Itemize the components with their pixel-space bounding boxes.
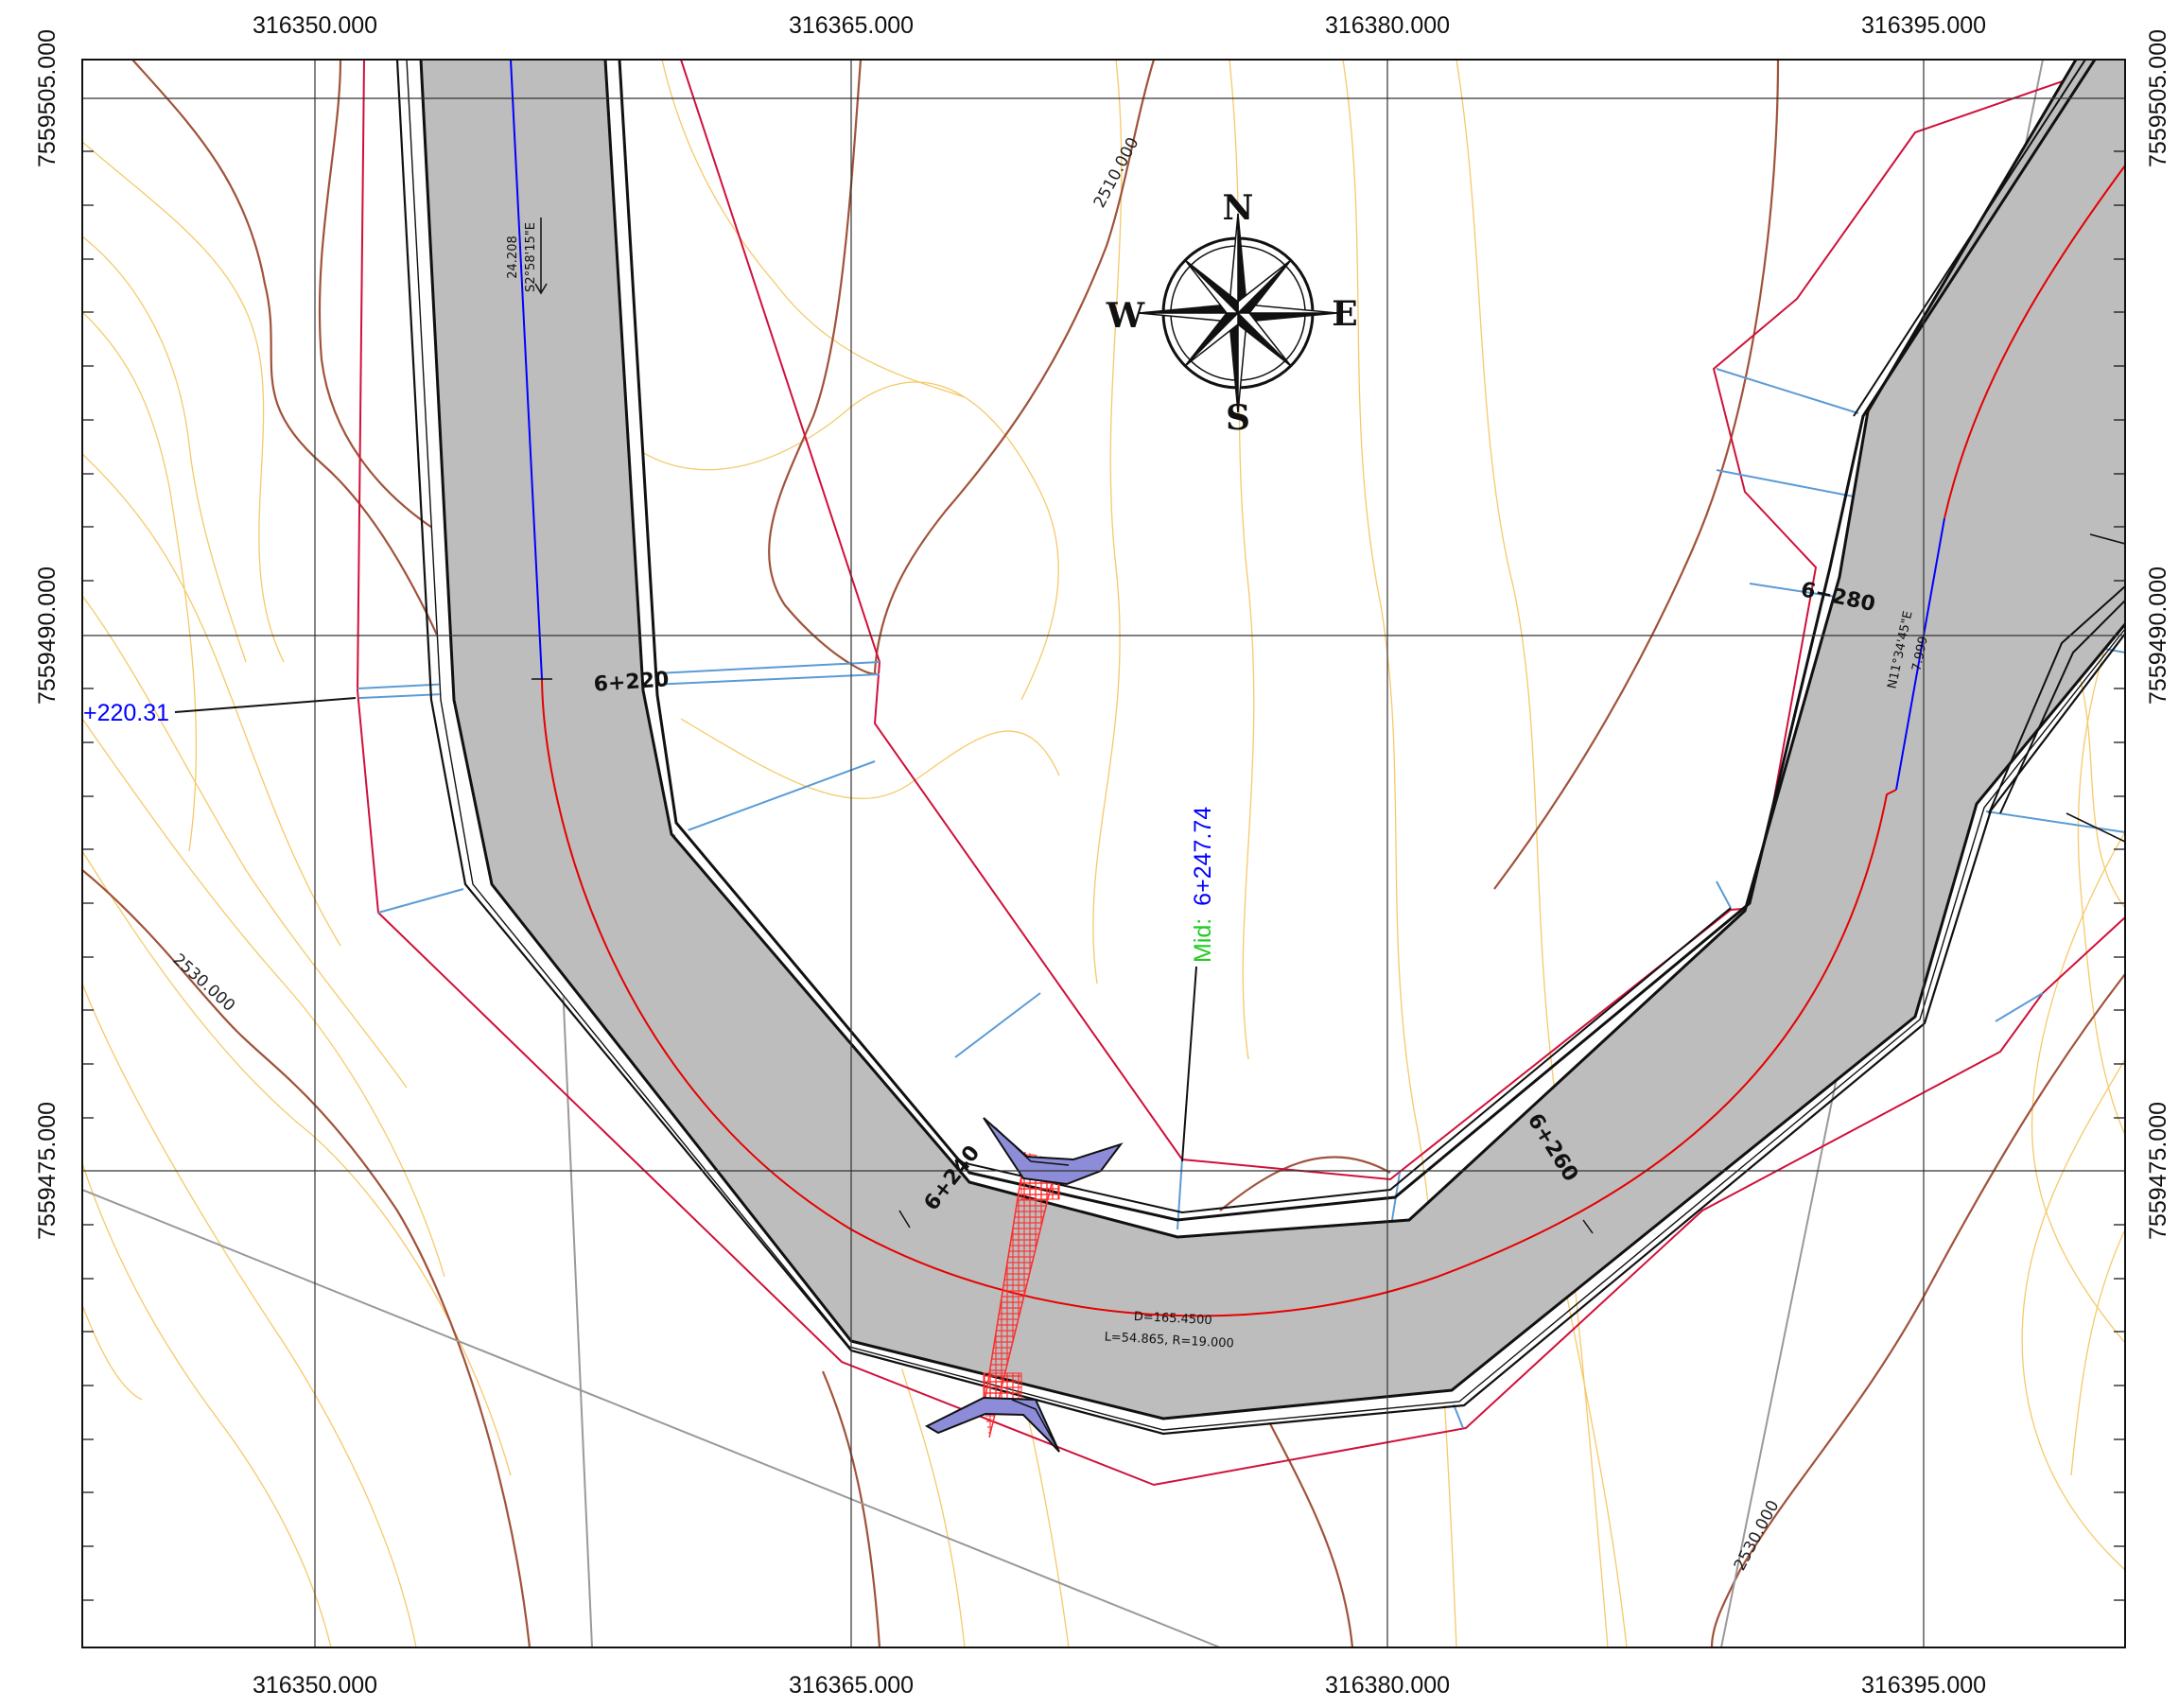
road-surface [421,60,2125,1419]
grid-x-label-bottom: 316350.000 [253,1672,377,1699]
grid-y-label-left: 7559475.000 [34,1102,61,1240]
tangent-line-2 [1895,517,1945,791]
curve-centerline-upper [1944,165,2125,519]
reference-lines [82,60,2044,1647]
grid-x-label-bottom: 316365.000 [789,1672,914,1699]
grid-x-label-top: 316365.000 [789,12,914,39]
mid-leader-line [1181,966,1197,1162]
map-frame [81,59,2126,1648]
compass-north-label: N [1223,188,1254,228]
curve-degree: D=165.4500 [1133,1310,1212,1328]
mid-prefix: Mid: [1190,918,1216,963]
contour-label: 2530.000 [169,950,239,1016]
contour-label: 2530.000 [1731,1497,1784,1574]
contour-label: 2510.000 [1090,134,1143,211]
grid-lines [82,60,2125,1647]
grid-x-label-top: 316395.000 [1861,12,1986,39]
grid-y-label-left: 7559490.000 [34,566,61,705]
pc-station-label: +220.31 [83,700,169,726]
grid-y-label-left: 7559505.000 [34,29,61,167]
compass-rose-icon [1138,213,1338,413]
major-contours [82,60,2125,1647]
grid-y-label-right: 7559475.000 [2145,1102,2171,1240]
grid-x-label-top: 316380.000 [1325,12,1450,39]
grid-y-label-right: 7559490.000 [2145,566,2171,705]
compass-south-label: S [1226,398,1250,438]
mid-station-label: Mid: 6+247.74 [1190,807,1216,963]
curve-ticks [532,678,1594,1234]
grid-x-label-bottom: 316395.000 [1861,1672,1986,1699]
station-label: 6+220 [593,668,670,696]
grid-x-label-bottom: 316380.000 [1325,1672,1450,1699]
curve-centerline [541,678,1897,1317]
frame-ticks [82,150,2125,1601]
curve-length-radius: L=54.865, R=19.000 [1104,1330,1234,1351]
pc-leader-line [174,697,357,713]
grid-x-label-top: 316350.000 [253,12,377,39]
culvert [924,1117,1124,1453]
tangent-1-bearing: S2°58'15"E [524,222,538,292]
compass-west-label: W [1106,296,1145,336]
road-edges [395,60,2125,1436]
mid-station-value: 6+247.74 [1190,807,1216,906]
grid-y-label-right: 7559505.000 [2145,29,2171,167]
tangent-line-1 [510,60,543,680]
tangent-1-length: 24.208 [506,235,520,279]
tangent-1-arrow [534,218,548,295]
compass-east-label: E [1332,294,1357,334]
